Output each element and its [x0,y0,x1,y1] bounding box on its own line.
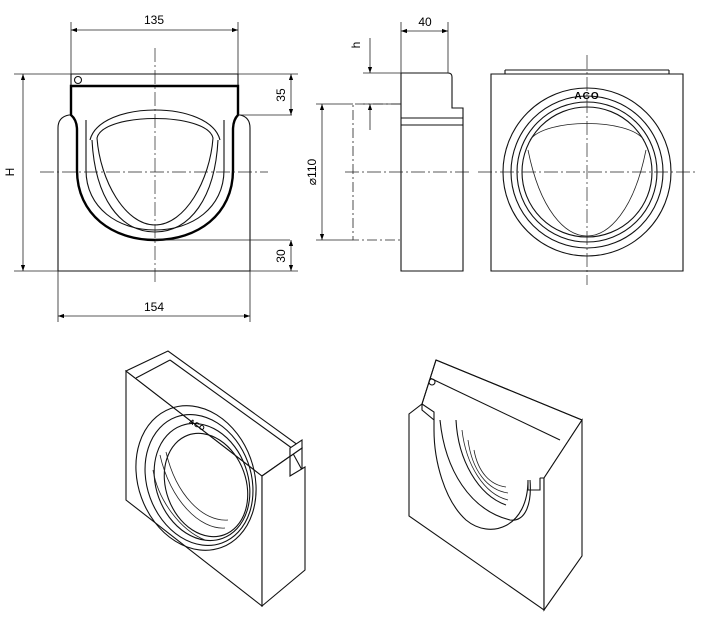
dim-top-width: 135 [144,13,164,27]
isometric-view-left: ACO [124,350,306,608]
dim-step-height: h [349,42,363,49]
isometric-view-right [408,359,583,612]
side-dimensions: 40 h ⌀110 [305,15,449,241]
pin-hole [73,75,83,85]
dim-height: H [3,168,17,177]
front-dimensions: 135 154 H 35 30 [3,13,298,322]
side-view [345,72,472,272]
dim-side-thickness: 40 [418,15,432,29]
dim-pipe-diameter: ⌀110 [305,158,319,185]
dim-bottom-clearance: 30 [274,249,288,263]
dim-bottom-width: 154 [144,300,164,314]
front-view [40,48,292,285]
rear-view: ACO [478,55,698,285]
dim-top-clearance: 35 [274,88,288,102]
logo-front: ACO [574,91,599,102]
